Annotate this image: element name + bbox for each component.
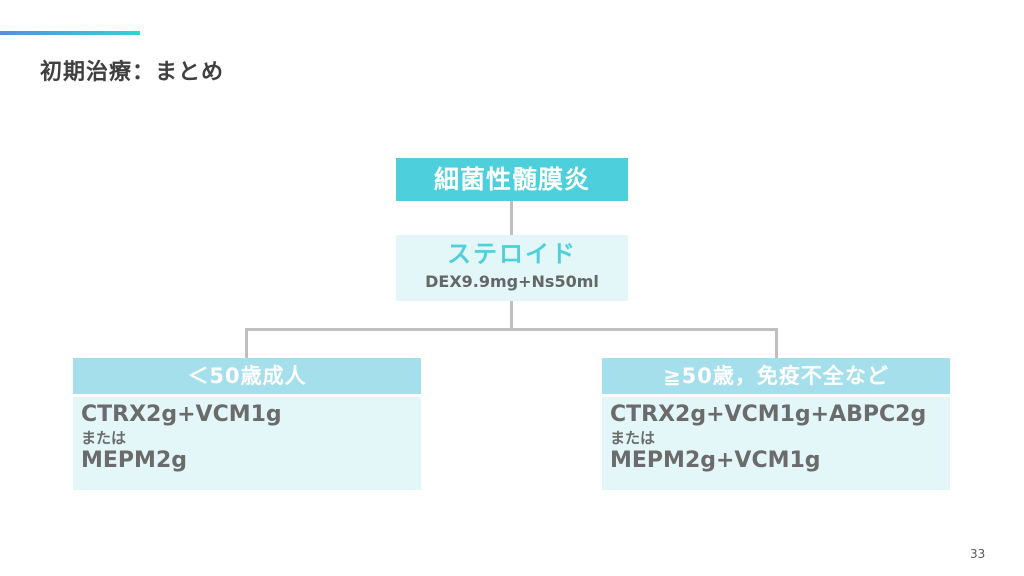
connector-root-steroid — [510, 201, 513, 235]
page-number: 33 — [970, 547, 986, 561]
connector-steroid-branch — [510, 301, 513, 331]
group-body: CTRX2g+VCM1g または MEPM2g — [73, 397, 421, 490]
regimen-alternative: MEPM2g — [81, 448, 187, 473]
steroid-label: ステロイド — [447, 240, 577, 268]
group-body: CTRX2g+VCM1g+ABPC2g または MEPM2g+VCM1g — [602, 397, 950, 490]
connector-right-drop — [775, 328, 778, 358]
steroid-dose: DEX9.9mg+Ns50ml — [425, 272, 599, 291]
steroid-node: ステロイド DEX9.9mg+Ns50ml — [396, 235, 628, 301]
title-accent-bar — [0, 31, 140, 35]
root-node-meningitis: 細菌性髄膜炎 — [396, 158, 628, 201]
regimen-primary: CTRX2g+VCM1g — [81, 402, 282, 427]
group-header: ＜50歳成人 — [73, 358, 421, 394]
slide-title: 初期治療：まとめ — [40, 60, 225, 85]
or-label: または — [81, 429, 127, 447]
connector-left-drop — [245, 328, 248, 358]
group-under-50: ＜50歳成人 CTRX2g+VCM1g または MEPM2g — [73, 358, 421, 490]
group-header: ≧50歳，免疫不全など — [602, 358, 950, 394]
group-50-plus-immunocompromised: ≧50歳，免疫不全など CTRX2g+VCM1g+ABPC2g または MEPM… — [602, 358, 950, 490]
or-label: または — [610, 429, 656, 447]
regimen-primary: CTRX2g+VCM1g+ABPC2g — [610, 402, 927, 427]
regimen-alternative: MEPM2g+VCM1g — [610, 448, 821, 473]
connector-branch-horizontal — [245, 328, 778, 331]
